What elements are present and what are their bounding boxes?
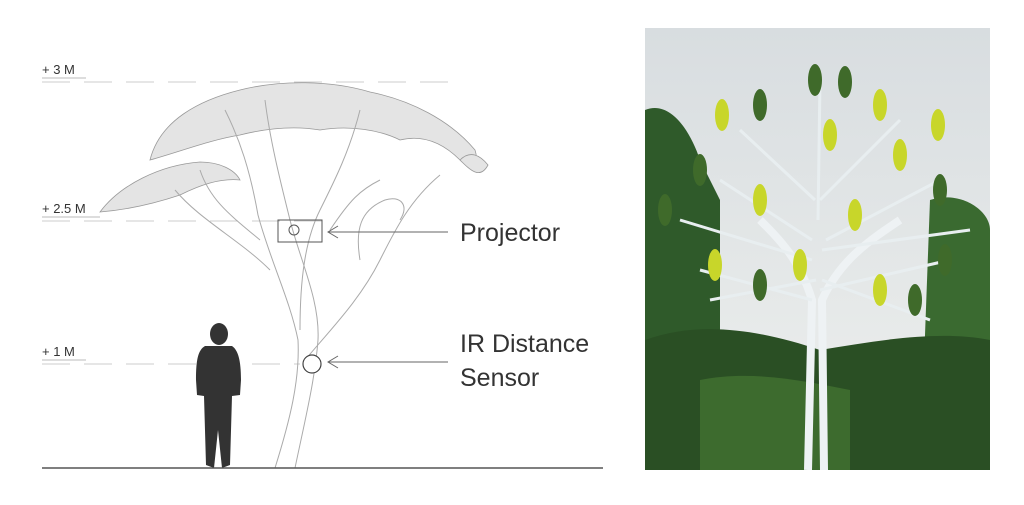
height-marker-3m: + 3 M (42, 62, 460, 83)
height-marker-1m: + 1 M (42, 344, 300, 365)
svg-text:+ 2.5 M: + 2.5 M (42, 201, 86, 216)
svg-text:+ 3 M: + 3 M (42, 62, 75, 77)
turbine-pods (658, 64, 952, 316)
wind-tree-photo (645, 28, 990, 470)
ir-sensor-marker: IR Distance Sensor (302, 330, 589, 392)
tree-trunk-branches (174, 99, 441, 469)
sensor-label-line1: IR Distance (460, 330, 589, 358)
projector-marker: Projector (277, 219, 560, 247)
projector-label: Projector (460, 219, 560, 247)
person-silhouette-icon (196, 323, 241, 468)
height-marker-2-5m: + 2.5 M (42, 201, 330, 222)
sensor-label-line2: Sensor (460, 364, 539, 392)
svg-text:+ 1 M: + 1 M (42, 344, 75, 359)
tree-canopy (99, 82, 489, 213)
